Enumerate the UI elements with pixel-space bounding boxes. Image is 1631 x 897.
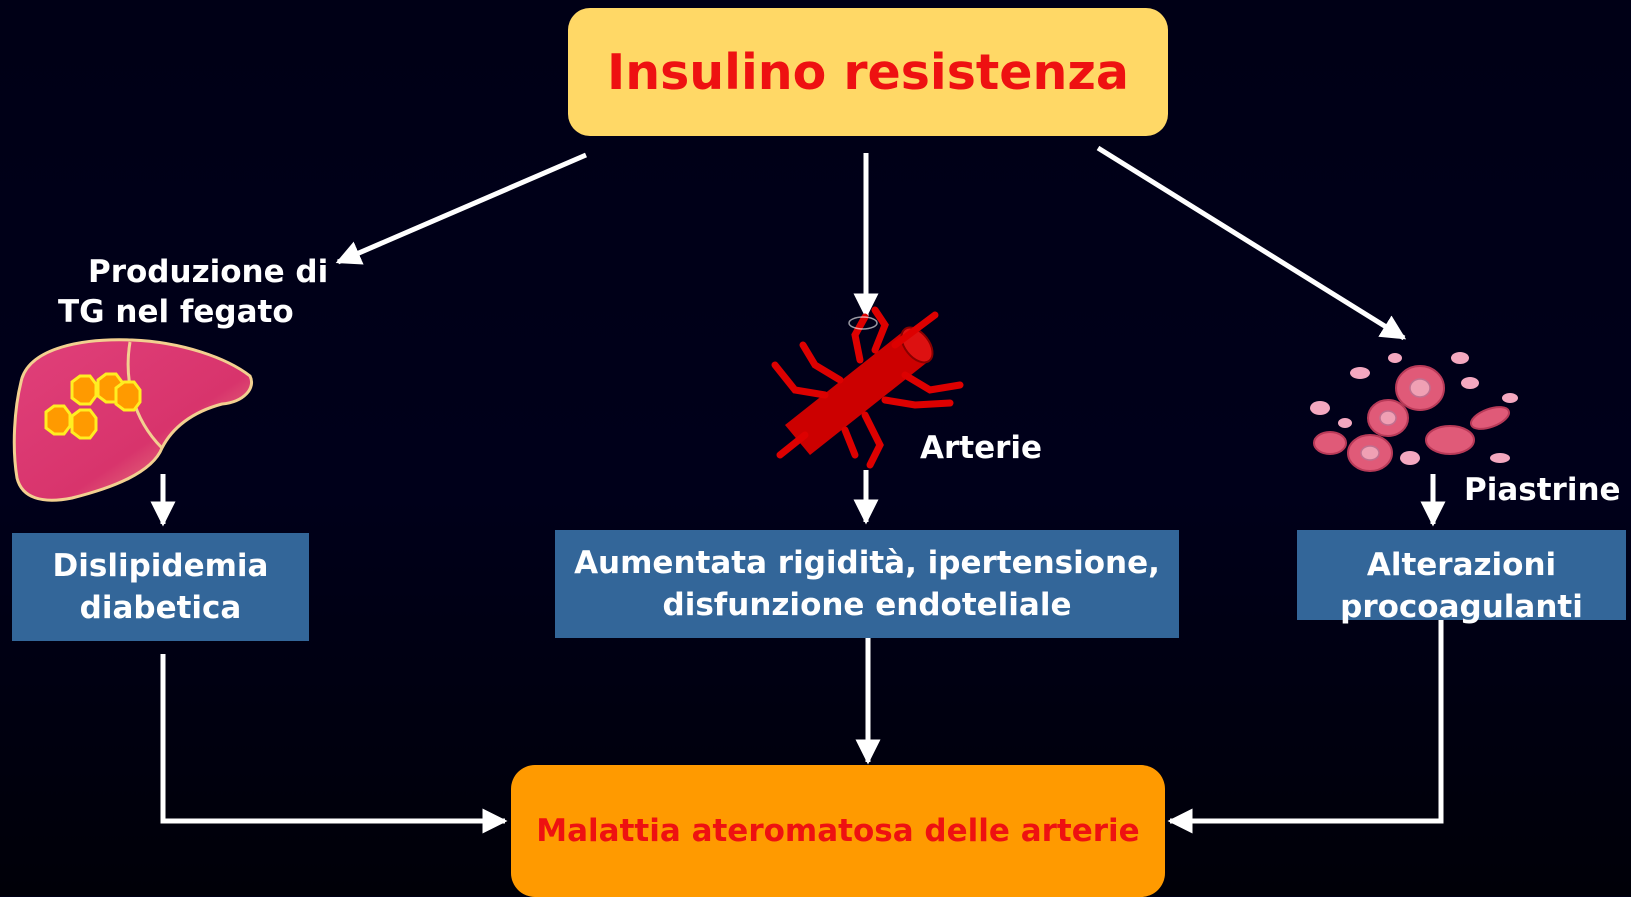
atheromatous-disease-box: Malattia ateromatosa delle arterie — [511, 765, 1165, 897]
arterial-stiffness-line1: Aumentata rigidità, ipertensione, — [574, 545, 1160, 581]
arrow-top-to-right — [1096, 145, 1407, 341]
arteries-label: Arterie — [920, 430, 1043, 466]
tg-production-label: Produzione di TG nel fegato — [58, 252, 328, 332]
dyslipidemia-line1: Dislipidemia — [52, 548, 269, 584]
insulin-resistance-box: Insulino resistenza — [568, 8, 1168, 136]
arterial-stiffness-line2: disfunzione endoteliale — [662, 587, 1072, 623]
liver-icon — [12, 338, 253, 502]
dyslipidemia-box: Dislipidemia diabetica — [12, 533, 309, 641]
atheromatous-disease-text: Malattia ateromatosa delle arterie — [536, 813, 1140, 849]
dyslipidemia-line2: diabetica — [79, 590, 242, 626]
procoagulant-box: Alterazioni procoagulanti — [1297, 530, 1626, 625]
artery-icon — [771, 306, 964, 469]
insulin-resistance-text: Insulino resistenza — [606, 43, 1129, 101]
arrow-left-box-to-bottom — [160, 654, 508, 834]
tg-production-label-line1: Produzione di — [88, 254, 329, 290]
arrow-right-box-to-bottom — [1167, 620, 1444, 834]
tg-production-label-line2: TG nel fegato — [58, 294, 294, 330]
platelets-icon — [1310, 352, 1518, 472]
arterial-stiffness-box: Aumentata rigidità, ipertensione, disfun… — [555, 530, 1179, 638]
platelets-label: Piastrine — [1464, 472, 1621, 508]
procoagulant-line2: procoagulanti — [1340, 589, 1583, 625]
arrow-top-to-left — [335, 152, 587, 265]
procoagulant-line1: Alterazioni — [1366, 547, 1557, 583]
